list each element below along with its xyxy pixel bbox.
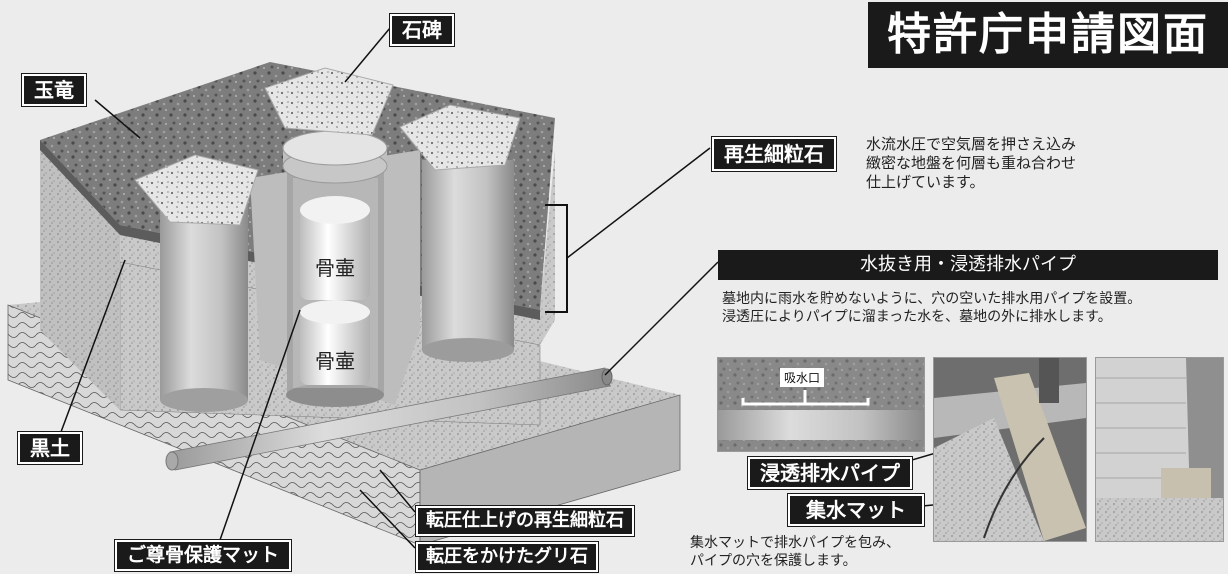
label-saisei-sairyuseki: 再生細粒石 — [712, 137, 836, 171]
photo-trench — [933, 357, 1087, 542]
pipe-section-header: 水抜き用・浸透排水パイプ — [718, 250, 1218, 280]
photo-wall-mat — [1095, 357, 1224, 542]
saisei-description-line: 水流水圧で空気層を押さえ込み — [866, 135, 1077, 153]
label-hogo-mat: ご尊骨保護マット — [115, 540, 292, 571]
left-column — [160, 200, 248, 400]
left-stone-cap — [134, 154, 259, 226]
soil-right-face — [540, 150, 555, 345]
label-sekihi: 石碑 — [390, 14, 454, 46]
urn-lower-label: 骨壷 — [315, 349, 355, 373]
urn-upper-label: 骨壷 — [315, 256, 355, 280]
saisei-description-line: 緻密な地盤を何層も重ね合わせ — [866, 154, 1077, 172]
page-title: 特許庁申請図面 — [868, 2, 1228, 68]
label-pipe-photo: 浸透排水パイプ — [748, 457, 912, 489]
label-mat-photo: 集水マット — [788, 494, 924, 526]
pipe-description-line: 墓地内に雨水を貯めないように、穴の空いた排水用パイプを設置。 — [722, 291, 1142, 307]
center-stone-cap — [264, 67, 394, 136]
label-gyokuryu: 玉竜 — [22, 74, 86, 106]
saisei-description-line: 仕上げています。 — [866, 173, 985, 191]
photo-pipe-intake: 吸水口 — [717, 357, 925, 452]
label-kokudo: 黒土 — [18, 432, 82, 464]
urn-upper-body — [300, 205, 370, 300]
mat-caption-line: 集水マットで排水パイプを包み、 — [690, 535, 900, 551]
right-stone-cap — [399, 104, 521, 171]
label-tenatsu-shiage: 転圧仕上げの再生細粒石 — [416, 506, 634, 536]
mat-caption: 集水マットで排水パイプを包み、 パイプの穴を保護します。 — [690, 534, 900, 570]
intake-label: 吸水口 — [780, 368, 825, 387]
layer-bracket — [545, 204, 568, 313]
right-column — [422, 160, 514, 350]
pipe-description-line: 浸透圧によりパイプに溜まった水を、墓地の外に排水します。 — [722, 309, 1112, 325]
pipe-description: 墓地内に雨水を貯めないように、穴の空いた排水用パイプを設置。 浸透圧によりパイプ… — [722, 290, 1141, 326]
mat-caption-line: パイプの穴を保護します。 — [690, 553, 857, 569]
saisei-description: 水流水圧で空気層を押さえ込み 緻密な地盤を何層も重ね合わせ 仕上げています。 — [866, 135, 1076, 192]
urn-lower-body — [300, 307, 370, 385]
label-tenatsu-guri: 転圧をかけたグリ石 — [416, 542, 598, 572]
